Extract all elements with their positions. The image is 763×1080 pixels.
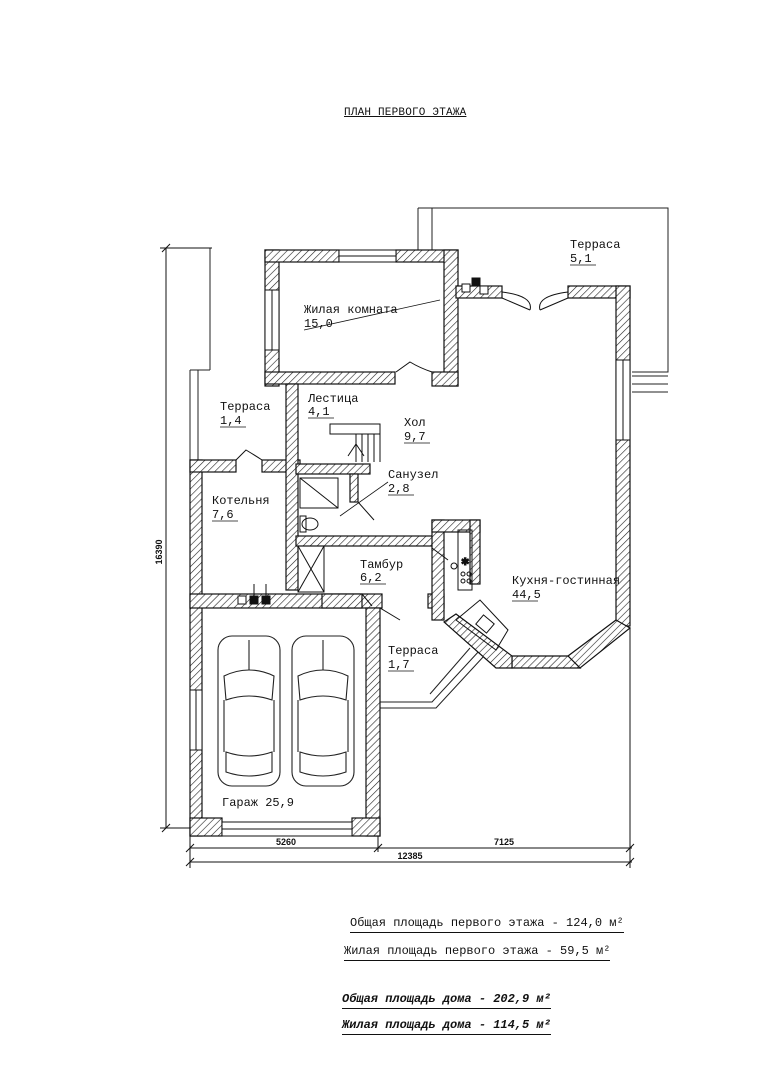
- walls: [189, 249, 632, 837]
- room-terrace-top-area: 5,1: [570, 252, 592, 266]
- terrace-outlines: [189, 207, 669, 709]
- room-boiler-label: Котельня: [212, 494, 270, 508]
- dimension-total-width: 12385: [397, 851, 422, 861]
- room-bathroom-area: 2,8: [388, 482, 410, 496]
- room-terrace-left-area: 1,4: [220, 414, 242, 428]
- boiler-fixtures: [237, 584, 271, 605]
- room-terrace-bottom-label: Терраса: [388, 644, 438, 658]
- summary-floor-living: Жилая площадь первого этажа - 59,5 м²: [344, 944, 611, 961]
- room-living-area: 15,0: [304, 317, 333, 331]
- summary-floor-total: Общая площадь первого этажа - 124,0 м²: [350, 916, 624, 933]
- room-terrace-top: Терраса 5,1: [570, 238, 620, 266]
- room-terrace-bottom-area: 1,7: [388, 658, 410, 672]
- room-stairs: Лестица 4,1: [307, 392, 358, 419]
- chimney-detail: [461, 277, 489, 295]
- room-vestibule-area: 6,2: [360, 571, 382, 585]
- vestibule-closet: [297, 545, 325, 593]
- doors: [235, 291, 569, 621]
- car-right: [291, 635, 355, 787]
- room-living-label: Жилая комната: [304, 303, 398, 317]
- room-kitchen: Кухня-гостинная 44,5: [512, 574, 620, 602]
- room-terrace-top-label: Терраса: [570, 238, 620, 252]
- room-vestibule: Тамбур 6,2: [360, 558, 403, 585]
- room-kitchen-area: 44,5: [512, 588, 541, 602]
- kitchen-fixtures: ✱: [450, 529, 509, 651]
- summary-house-living: Жилая площадь дома - 114,5 м²: [342, 1018, 551, 1035]
- room-kitchen-label: Кухня-гостинная: [512, 574, 620, 588]
- windows: [189, 249, 631, 837]
- car-left: [217, 635, 281, 787]
- room-terrace-bottom: Терраса 1,7: [388, 644, 438, 672]
- room-hall-area: 9,7: [404, 430, 426, 444]
- room-boiler: Котельня 7,6: [212, 494, 270, 522]
- staircase: [329, 423, 381, 462]
- room-terrace-left: Терраса 1,4: [220, 400, 270, 428]
- room-bathroom-label: Санузел: [388, 468, 438, 482]
- room-garage-label: Гараж 25,9: [222, 796, 294, 810]
- room-hall-label: Хол: [404, 416, 426, 430]
- dimension-left-width: 5260: [276, 837, 296, 847]
- plan-title: ПЛАН ПЕРВОГО ЭТАЖА: [344, 107, 467, 119]
- room-hall: Хол 9,7: [404, 416, 430, 444]
- bathroom-fixtures: [299, 477, 339, 533]
- dimension-lines: [160, 243, 635, 868]
- room-vestibule-label: Тамбур: [360, 558, 403, 572]
- dimension-height: 16390: [154, 539, 164, 564]
- room-bathroom: Санузел 2,8: [339, 468, 438, 517]
- room-garage: Гараж 25,9: [222, 796, 294, 810]
- room-living: Жилая комната 15,0: [303, 299, 441, 331]
- dimension-right-width: 7125: [494, 837, 514, 847]
- room-terrace-left-label: Терраса: [220, 400, 270, 414]
- room-stairs-area: 4,1: [308, 405, 330, 419]
- summary-house-total: Общая площадь дома - 202,9 м²: [342, 992, 551, 1009]
- room-boiler-area: 7,6: [212, 508, 234, 522]
- room-stairs-label: Лестица: [307, 392, 358, 406]
- svg-text:✱: ✱: [461, 557, 469, 568]
